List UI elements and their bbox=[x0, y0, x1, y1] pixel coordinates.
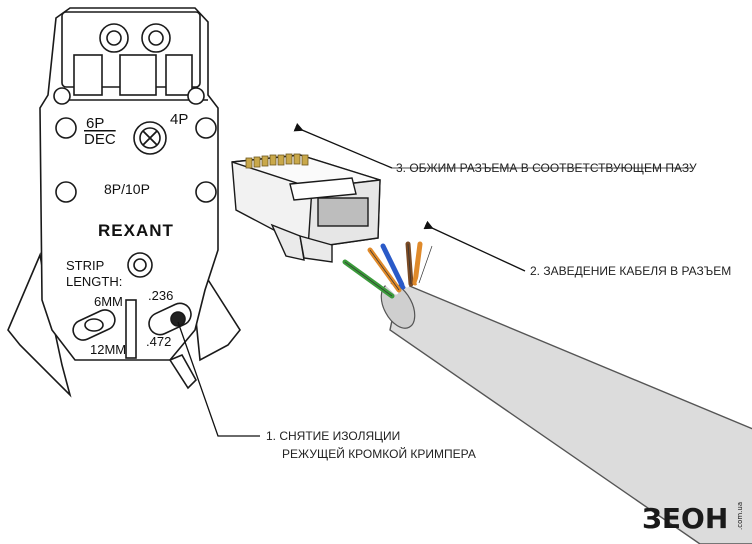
crimper-body bbox=[39, 7, 219, 361]
strip-label-2: LENGTH: bbox=[66, 274, 122, 289]
screw-left-low bbox=[55, 181, 77, 203]
port-6p-sub-label: DEC bbox=[84, 131, 116, 148]
die-block-mid bbox=[119, 54, 157, 96]
screw-left-top bbox=[53, 87, 71, 105]
port-8p-label: 8P/10P bbox=[104, 181, 150, 197]
twisted-pairs bbox=[342, 241, 435, 299]
die-block-right bbox=[165, 54, 193, 96]
port-6p-label: 6P bbox=[86, 115, 104, 132]
rj45-connector bbox=[231, 153, 381, 263]
crimper-tool bbox=[7, 7, 241, 398]
logo-text: ЗЕОН bbox=[642, 502, 728, 535]
network-cable bbox=[342, 241, 752, 544]
die-block-left bbox=[73, 54, 103, 96]
strip-472-label: .472 bbox=[146, 334, 171, 349]
step1-label-line1: 1. СНЯТИЕ ИЗОЛЯЦИИ bbox=[266, 429, 400, 443]
step3-label: 3. ОБЖИМ РАЗЪЕМА В СООТВЕТСТВУЮЩЕМ ПАЗУ bbox=[396, 161, 697, 175]
screw-left-mid bbox=[55, 117, 77, 139]
connector-tab bbox=[299, 235, 333, 263]
strip-blade-slot bbox=[125, 299, 137, 359]
cable-insert-hole bbox=[170, 311, 186, 327]
brand-label: REXANT bbox=[98, 221, 174, 240]
cable-jacket bbox=[389, 281, 752, 544]
strip-12mm-label: 12MM bbox=[90, 342, 126, 357]
port-4p-label: 4P bbox=[170, 111, 188, 128]
step2-arrow bbox=[423, 220, 526, 272]
connector-latch bbox=[270, 223, 305, 261]
step1-leader bbox=[177, 321, 260, 437]
zeon-logo: ЗЕОН .com.ua bbox=[642, 502, 744, 535]
connector-window bbox=[317, 197, 369, 227]
screw-right-low bbox=[195, 181, 217, 203]
connector-contacts bbox=[245, 153, 309, 169]
strip-slot-12mm bbox=[148, 302, 192, 336]
strip-236-label: .236 bbox=[148, 288, 173, 303]
logo-suffix: .com.ua bbox=[736, 502, 744, 530]
screw-right-top bbox=[187, 87, 205, 105]
step2-label: 2. ЗАВЕДЕНИЕ КАБЕЛЯ В РАЗЪЕМ bbox=[530, 264, 731, 278]
step3-arrow bbox=[293, 122, 393, 169]
strip-6mm-label: 6MM bbox=[94, 294, 123, 309]
strip-label-1: STRIP bbox=[66, 258, 104, 273]
step1-label-line2: РЕЖУЩЕЙ КРОМКОЙ КРИМПЕРА bbox=[282, 446, 476, 461]
screw-right-mid bbox=[195, 117, 217, 139]
